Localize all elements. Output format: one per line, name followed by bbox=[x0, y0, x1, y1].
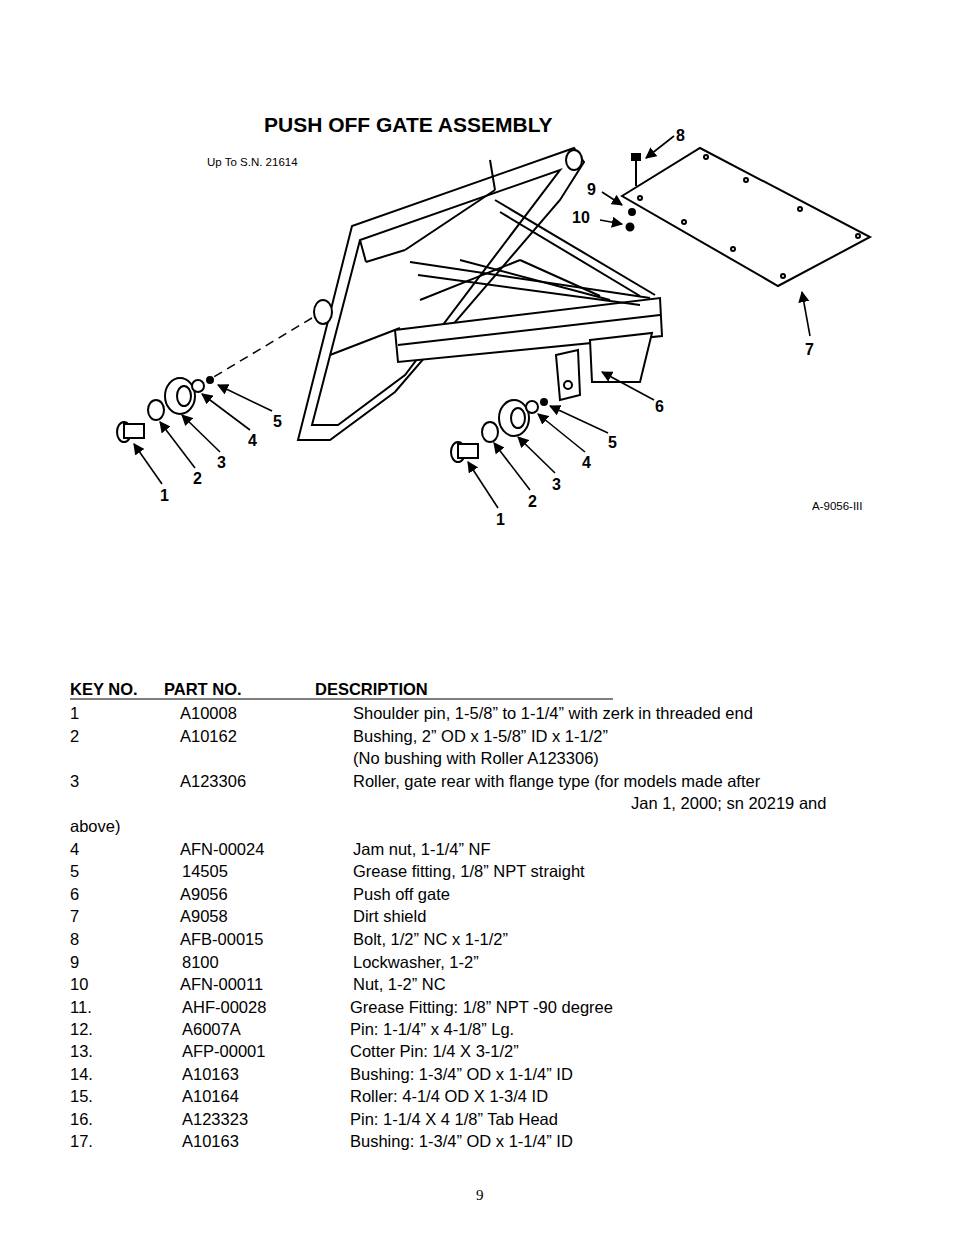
table-cell: 3 bbox=[70, 772, 79, 792]
table-cell: (No bushing with Roller A123306) bbox=[353, 749, 599, 769]
right-pin-set bbox=[451, 399, 547, 462]
table-cell: A123323 bbox=[182, 1110, 248, 1130]
callout-number: 5 bbox=[273, 412, 282, 431]
hardware bbox=[627, 154, 641, 231]
table-cell: 12. bbox=[70, 1020, 93, 1040]
table-cell: A10163 bbox=[182, 1065, 239, 1085]
leader-lines bbox=[134, 136, 810, 508]
table-cell: 1 bbox=[70, 704, 79, 724]
table-cell: 8 bbox=[70, 930, 79, 950]
table-cell: 8100 bbox=[182, 953, 219, 973]
table-cell: Push off gate bbox=[353, 885, 450, 905]
callout-number: 3 bbox=[217, 453, 226, 472]
table-cell: Roller, gate rear with flange type (for … bbox=[353, 772, 760, 792]
table-cell: A9056 bbox=[180, 885, 228, 905]
table-cell: 6 bbox=[70, 885, 79, 905]
table-header: PART NO. bbox=[164, 680, 242, 700]
table-cell: AHF-00028 bbox=[182, 998, 266, 1018]
table-cell: 17. bbox=[70, 1132, 93, 1152]
table-cell: Cotter Pin: 1/4 X 3-1/2” bbox=[350, 1042, 519, 1062]
table-cell: Grease fitting, 1/8” NPT straight bbox=[353, 862, 585, 882]
callout-number: 1 bbox=[496, 510, 505, 529]
table-cell: 14. bbox=[70, 1065, 93, 1085]
table-cell: A10163 bbox=[182, 1132, 239, 1152]
table-cell: AFN-00024 bbox=[180, 840, 264, 860]
table-header: KEY NO. bbox=[70, 680, 138, 700]
page-title: PUSH OFF GATE ASSEMBLY bbox=[264, 112, 553, 137]
callout-number: 6 bbox=[655, 397, 664, 416]
table-cell: Shoulder pin, 1-5/8” to 1-1/4” with zerk… bbox=[353, 704, 753, 724]
table-cell: Nut, 1-2” NC bbox=[353, 975, 446, 995]
drawing-note: A-9056-III bbox=[812, 500, 863, 514]
table-cell: 10 bbox=[70, 975, 88, 995]
callout-number: 5 bbox=[608, 433, 617, 452]
callout-number: 8 bbox=[676, 126, 685, 145]
table-cell: 2 bbox=[70, 727, 79, 747]
table-cell: Bolt, 1/2” NC x 1-1/2” bbox=[353, 930, 508, 950]
table-cell: 5 bbox=[70, 862, 79, 882]
table-cell: AFB-00015 bbox=[180, 930, 263, 950]
callout-number: 3 bbox=[552, 475, 561, 494]
callout-number: 2 bbox=[193, 469, 202, 488]
callout-number: 9 bbox=[587, 180, 596, 199]
table-cell: Bushing, 2” OD x 1-5/8” ID x 1-1/2” bbox=[353, 727, 608, 747]
table-cell: Bushing: 1-3/4” OD x 1-1/4” ID bbox=[350, 1065, 573, 1085]
gate-frame bbox=[298, 148, 662, 440]
table-cell: 9 bbox=[70, 953, 79, 973]
table-cell: 16. bbox=[70, 1110, 93, 1130]
drawing-note: Up To S.N. 21614 bbox=[207, 156, 298, 170]
table-cell: A9058 bbox=[180, 907, 228, 927]
table-cell: AFP-00001 bbox=[182, 1042, 265, 1062]
table-cell: 11. bbox=[70, 998, 92, 1018]
table-cell: 14505 bbox=[182, 862, 228, 882]
table-cell: A123306 bbox=[180, 772, 246, 792]
table-cell: above) bbox=[70, 817, 120, 837]
table-cell: AFN-00011 bbox=[180, 975, 263, 995]
callout-number: 2 bbox=[528, 492, 537, 511]
callout-number: 7 bbox=[805, 340, 814, 359]
callout-number: 1 bbox=[160, 486, 169, 505]
table-cell: Bushing: 1-3/4” OD x 1-1/4” ID bbox=[350, 1132, 573, 1152]
table-cell: A6007A bbox=[182, 1020, 241, 1040]
header-rule bbox=[70, 698, 613, 699]
table-cell: Lockwasher, 1-2” bbox=[353, 953, 479, 973]
callout-number: 4 bbox=[248, 431, 257, 450]
page-number: 9 bbox=[476, 1186, 484, 1204]
table-cell: Jan 1, 2000; sn 20219 and bbox=[631, 794, 826, 814]
table-cell: Grease Fitting: 1/8” NPT -90 degree bbox=[350, 998, 613, 1018]
table-cell: 4 bbox=[70, 840, 79, 860]
table-cell: 7 bbox=[70, 907, 79, 927]
table-cell: A10162 bbox=[180, 727, 237, 747]
table-cell: Roller: 4-1/4 OD X 1-3/4 ID bbox=[350, 1087, 548, 1107]
table-header: DESCRIPTION bbox=[315, 680, 428, 700]
table-cell: A10164 bbox=[182, 1087, 239, 1107]
dirt-shield bbox=[622, 148, 870, 286]
table-cell: A10008 bbox=[180, 704, 237, 724]
table-cell: 13. bbox=[70, 1042, 93, 1062]
table-cell: Jam nut, 1-1/4” NF bbox=[353, 840, 491, 860]
callout-number: 4 bbox=[582, 453, 591, 472]
table-cell: Pin: 1-1/4 X 4 1/8” Tab Head bbox=[350, 1110, 558, 1130]
table-cell: Dirt shield bbox=[353, 907, 426, 927]
callout-number: 10 bbox=[572, 208, 590, 227]
table-cell: 15. bbox=[70, 1087, 93, 1107]
table-cell: Pin: 1-1/4” x 4-1/8” Lg. bbox=[350, 1020, 514, 1040]
